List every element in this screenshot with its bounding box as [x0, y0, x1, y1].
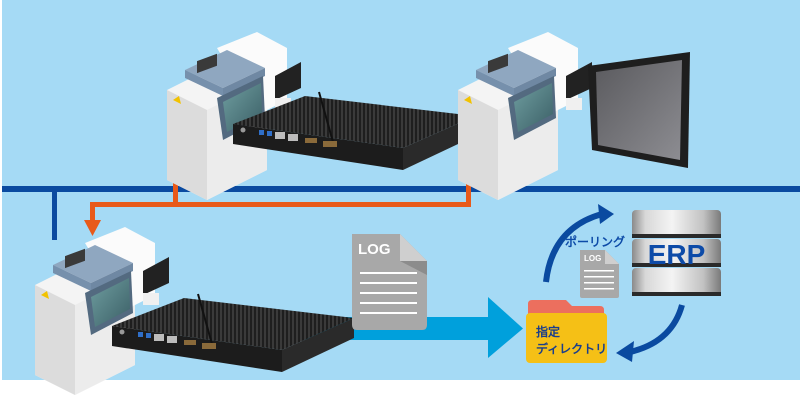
polling-arrow	[543, 211, 603, 283]
log-transfer-arrowhead	[84, 220, 101, 236]
touch-panel-monitor	[588, 52, 690, 168]
machine-top-right	[458, 32, 690, 200]
log-file-large-label: LOG	[358, 241, 391, 258]
log-file-small: LOG	[580, 250, 619, 298]
erp-database: ERP	[632, 210, 721, 296]
folder-label-line2: ディレクトリ	[536, 341, 607, 356]
return-arrowhead	[616, 341, 634, 362]
erp-label: ERP	[648, 239, 706, 270]
polling-arrowhead	[598, 204, 614, 224]
return-arrow	[629, 304, 685, 355]
log-file-small-label: LOG	[584, 254, 601, 263]
log-file-large: LOG	[352, 234, 427, 330]
polling-label: ポーリング	[565, 234, 625, 249]
folder-label-line1: 指定	[536, 324, 560, 339]
designated-directory-folder: 指定 ディレクトリ	[526, 300, 607, 363]
